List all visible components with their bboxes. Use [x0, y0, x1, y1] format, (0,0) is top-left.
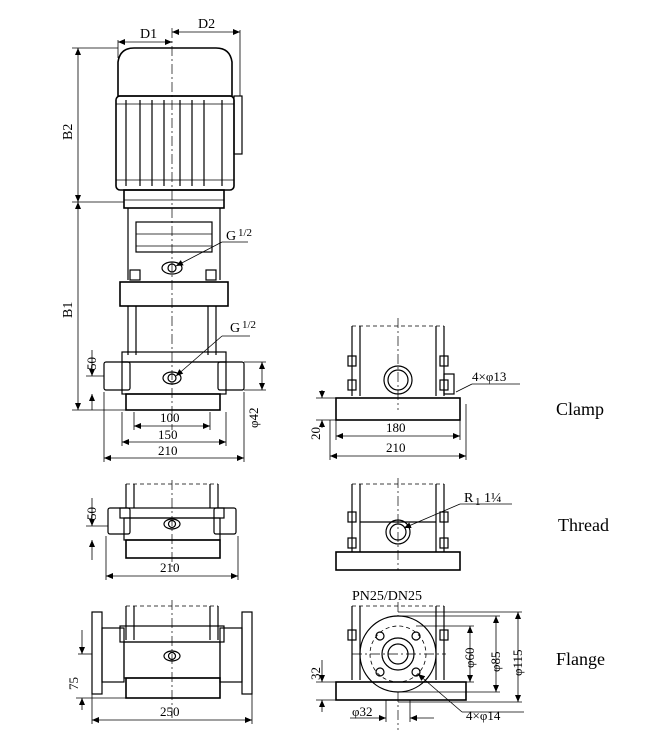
flange-d115-label: φ115 — [510, 649, 525, 676]
drain-plug — [162, 371, 182, 385]
thread-w210-label: 210 — [160, 560, 180, 575]
flange-d60-label: φ60 — [462, 647, 477, 668]
flange-front-view: 75 250 — [66, 600, 253, 724]
flange-left — [91, 611, 103, 695]
w100-label: 100 — [160, 410, 180, 425]
motor-fins — [116, 100, 234, 186]
clamp-holes-label: 4×φ13 — [472, 369, 506, 384]
clamp-base — [335, 397, 461, 421]
main-dimensions: D1 D2 B2 B1 G 1/2 G 1/2 50 φ42 — [61, 17, 266, 462]
flange-side-view: PN25/DN25 φ60 φ85 φ115 32 φ32 4×φ14 — [308, 589, 525, 730]
flange-label: Flange — [556, 649, 605, 669]
coupling-window — [135, 221, 213, 253]
flange-d32-label: φ32 — [352, 704, 373, 719]
pump-head — [119, 281, 229, 307]
thread-side-view: R 1 1¼ — [335, 478, 512, 571]
thread-front-view: 50 210 — [84, 480, 239, 580]
pump-base — [125, 393, 221, 411]
clamp-label: Clamp — [556, 399, 604, 419]
thread-label: Thread — [558, 515, 609, 535]
motor-body — [115, 95, 235, 191]
w210-label: 210 — [158, 443, 178, 458]
g-lower-frac: 1/2 — [242, 319, 256, 331]
thread-spec-sub: 1 — [475, 496, 481, 508]
flange-h75-label: 75 — [66, 677, 81, 690]
clamp-h20-label: 20 — [308, 427, 323, 440]
thread-spec-size: 1¼ — [484, 491, 502, 506]
flange-right — [241, 611, 253, 695]
thread-spec-label: R — [464, 491, 474, 506]
terminal-box — [233, 95, 243, 155]
motor-fan-cover — [117, 47, 233, 97]
h50-label: 50 — [84, 357, 99, 370]
thread-h50-label: 50 — [84, 507, 99, 520]
outlet-port — [217, 361, 245, 391]
motor-flange — [123, 189, 225, 209]
clamp-port — [383, 365, 413, 395]
clamp-bolt — [443, 373, 455, 395]
bracket — [127, 208, 221, 280]
clamp-w210-label: 210 — [386, 440, 406, 455]
d2-label: D2 — [198, 17, 215, 32]
d42-label: φ42 — [246, 407, 261, 428]
flange-h32-label: 32 — [308, 667, 323, 680]
g-upper-frac: 1/2 — [238, 227, 252, 239]
flange-d85-label: φ85 — [488, 651, 503, 672]
pump-base-chamber — [121, 361, 227, 395]
vent-plug-upper — [161, 261, 183, 275]
w150-label: 150 — [158, 427, 178, 442]
clamp-w180-label: 180 — [386, 420, 406, 435]
flange-w250-label: 250 — [160, 704, 180, 719]
g-upper-label: G — [226, 229, 236, 244]
d1-label: D1 — [140, 27, 157, 42]
flange-spec-label: PN25/DN25 — [352, 589, 422, 604]
clamp-view: 4×φ13 20 180 210 — [308, 318, 520, 460]
b2-label: B2 — [61, 124, 76, 140]
g-lower-label: G — [230, 321, 240, 336]
flange-holes-label: 4×φ14 — [466, 708, 501, 723]
inlet-port — [103, 361, 131, 391]
main-pump-view — [103, 28, 245, 430]
b1-label: B1 — [61, 302, 76, 318]
